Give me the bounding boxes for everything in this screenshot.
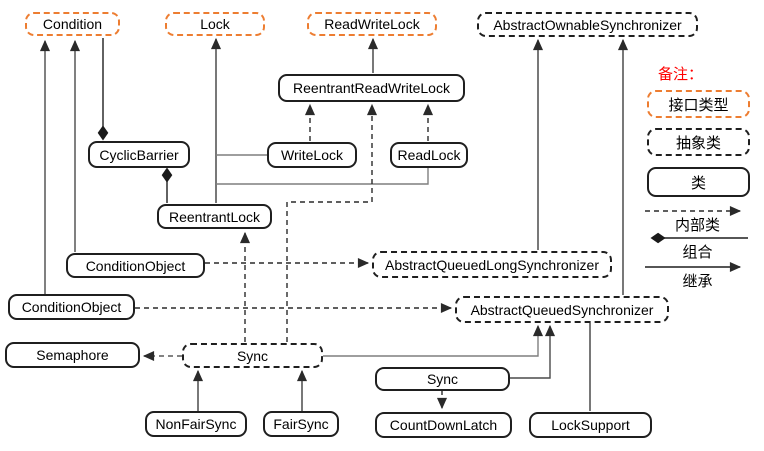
edge-sync1-rrwl [286,103,378,342]
edge-sync1-aqs [323,324,544,357]
legend-title: 备注： [658,66,704,83]
legend-inner-class-label: 内部类 [674,217,720,234]
node-countdownlatch: CountDownLatch [375,412,512,438]
node-conditionobject-1: ConditionObject [66,253,205,278]
node-sync-2: Sync [375,367,510,391]
legend-interface-sample: 接口类型 [647,90,750,118]
node-semaphore: Semaphore [5,342,140,368]
legend-composition-label: 组合 [682,244,713,261]
node-reentrantlock: ReentrantLock [157,204,272,229]
node-nonfairsync: NonFairSync [145,411,247,437]
legend-inheritance-label: 继承 [682,273,713,290]
legend-class-sample: 类 [647,167,750,197]
node-cyclicbarrier: CyclicBarrier [88,141,190,168]
node-writelock: WriteLock [267,142,357,168]
node-conditionobject-2: ConditionObject [8,294,135,320]
node-sync-1: Sync [182,343,323,368]
edge-sync2-aqs [510,324,556,379]
node-readlock: ReadLock [390,142,468,168]
node-abstractqueuedsynchronizer: AbstractQueuedSynchronizer [455,296,669,323]
node-reentrantreadwritelock: ReentrantReadWriteLock [278,74,465,102]
node-abstractqueuedlongsynchronizer: AbstractQueuedLongSynchronizer [372,251,612,278]
node-abstractownablesynchronizer: AbstractOwnableSynchronizer [477,12,698,37]
node-readwritelock: ReadWriteLock [307,12,437,36]
node-lock: Lock [165,12,265,36]
node-locksupport: LockSupport [529,412,652,438]
legend-abstract-sample: 抽象类 [647,128,750,156]
node-fairsync: FairSync [263,411,339,437]
node-condition: Condition [25,12,120,36]
edge-readlock-lock-branch [216,168,429,185]
